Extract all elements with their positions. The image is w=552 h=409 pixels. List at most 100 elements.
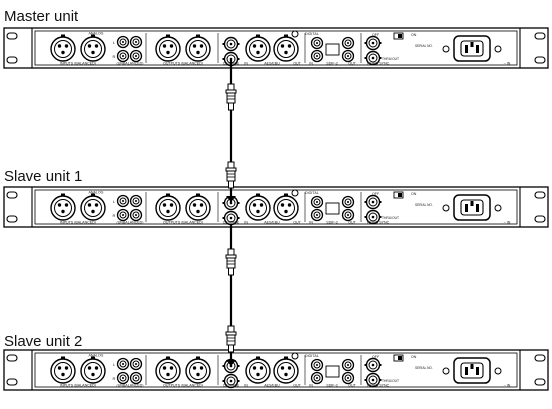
xlr-output-r xyxy=(185,193,211,221)
label-r: R xyxy=(113,213,116,218)
label-analog: ANALOG xyxy=(89,354,104,358)
rca-out-l2 xyxy=(129,194,143,208)
plug-bottom xyxy=(225,325,237,353)
sdif-in-l xyxy=(310,358,324,372)
ac-power-inlet xyxy=(442,194,502,221)
cascade-out-port xyxy=(222,210,240,226)
label-aes-ebu: AES/EBU xyxy=(264,384,280,388)
label-r: R xyxy=(113,54,116,59)
label-serial: SERIAL NO. xyxy=(415,203,433,207)
inlet-screw-left xyxy=(442,204,450,212)
xlr-output-r xyxy=(185,34,211,62)
rack-mount-hole xyxy=(534,378,546,386)
label-off: OFF xyxy=(372,192,380,196)
label-aes-in: IN xyxy=(244,221,248,225)
sdif-connector xyxy=(325,365,340,378)
label-digital: DIGITAL xyxy=(305,191,319,195)
ground-screw-icon xyxy=(291,189,299,197)
slave-unit-1-label: Slave unit 1 xyxy=(4,168,83,185)
rack-mount-hole xyxy=(6,191,18,199)
label-thru-out: THRU/OUT xyxy=(382,216,399,220)
word-sync-thru-out xyxy=(364,50,382,66)
rack-mount-hole xyxy=(534,32,546,40)
rear-panel-frame xyxy=(34,189,518,225)
xlr-output-l xyxy=(155,356,181,384)
label-outputs-balanced: OUTPUTS (BALANCED) xyxy=(163,62,203,66)
rca-out-r1 xyxy=(116,208,130,222)
label-digital: DIGITAL xyxy=(305,354,319,358)
label-sdif: SDIF-3 xyxy=(326,62,337,66)
label-ac-in: ~ IN xyxy=(504,384,511,388)
sdif-out-r xyxy=(341,208,355,222)
cascade-out-port xyxy=(222,373,240,389)
label-sdif-in: IN xyxy=(309,384,313,388)
xlr-input-r xyxy=(80,193,106,221)
rear-panel-unit-2: INPUTS (BALANCED)ANALOGLR(UNBALANCED)OUT… xyxy=(3,186,549,228)
word-sync-thru-out xyxy=(364,372,382,388)
label-sdif-out: OUT xyxy=(348,62,356,66)
rca-out-l1 xyxy=(116,357,130,371)
label-analog: ANALOG xyxy=(89,32,104,36)
label-inputs-balanced: INPUTS (BALANCED) xyxy=(60,221,96,225)
label-cascade: CASCADE xyxy=(223,384,240,388)
rack-mount-hole xyxy=(534,191,546,199)
plug-bottom xyxy=(225,161,237,189)
rear-panel-frame xyxy=(34,30,518,66)
label-aes-ebu: AES/EBU xyxy=(264,221,280,225)
xlr-input-l xyxy=(50,193,76,221)
label-r: R xyxy=(113,376,116,381)
label-sdif-in: IN xyxy=(309,221,313,225)
rear-panel-frame xyxy=(34,352,518,388)
sdif-out-r xyxy=(341,371,355,385)
rca-out-r2 xyxy=(129,371,143,385)
plug-top xyxy=(225,248,237,276)
label-outputs-balanced: OUTPUTS (BALANCED) xyxy=(163,384,203,388)
label-cascade: CASCADE xyxy=(223,221,240,225)
aes-ebu-out xyxy=(273,356,299,384)
rack-mount-hole xyxy=(534,56,546,64)
label-ac-in: ~ IN xyxy=(504,221,511,225)
label-inputs-balanced: INPUTS (BALANCED) xyxy=(60,384,96,388)
rca-out-l1 xyxy=(116,194,130,208)
cable-arrow xyxy=(226,196,236,202)
word-sync-in xyxy=(364,35,382,51)
rca-out-r2 xyxy=(129,49,143,63)
rca-out-r1 xyxy=(116,371,130,385)
xlr-output-l xyxy=(155,193,181,221)
word-sync-thru-out xyxy=(364,209,382,225)
label-aes-ebu: AES/EBU xyxy=(264,62,280,66)
aes-ebu-in xyxy=(245,193,271,221)
word-sync-in xyxy=(364,194,382,210)
label-serial: SERIAL NO. xyxy=(415,366,433,370)
label-sdif: SDIF-3 xyxy=(326,384,337,388)
label-aes-out: OUT xyxy=(293,221,301,225)
label-sdif-out: OUT xyxy=(348,221,356,225)
sdif-in-r xyxy=(310,371,324,385)
rear-panel-unit-1: INPUTS (BALANCED)ANALOGLR(UNBALANCED)OUT… xyxy=(3,27,549,69)
label-thru-out: THRU/OUT xyxy=(382,379,399,383)
label-off: OFF xyxy=(372,33,380,37)
label-analog: ANALOG xyxy=(89,191,104,195)
label-aes-in: IN xyxy=(244,384,248,388)
xlr-input-l xyxy=(50,34,76,62)
label-ac-in: ~ IN xyxy=(504,62,511,66)
cascade-cables xyxy=(225,60,237,366)
sdif-in-r xyxy=(310,208,324,222)
sdif-in-r xyxy=(310,49,324,63)
sdif-out-l xyxy=(341,358,355,372)
rack-mount-hole xyxy=(6,32,18,40)
sdif-in-l xyxy=(310,195,324,209)
aes-ebu-in xyxy=(245,356,271,384)
cascade-in-port xyxy=(222,36,240,52)
label-word-sync: WORD SYNC xyxy=(367,384,390,388)
ac-power-inlet xyxy=(442,35,502,62)
xlr-output-r xyxy=(185,356,211,384)
label-aes-in: IN xyxy=(244,62,248,66)
label-on: ON xyxy=(411,33,417,37)
label-aes-out: OUT xyxy=(293,384,301,388)
sdif-connector xyxy=(325,43,340,56)
inlet-screw-left xyxy=(442,367,450,375)
inlet-screw-left xyxy=(442,45,450,53)
xlr-output-l xyxy=(155,34,181,62)
label-unbalanced: (UNBALANCED) xyxy=(117,62,144,66)
